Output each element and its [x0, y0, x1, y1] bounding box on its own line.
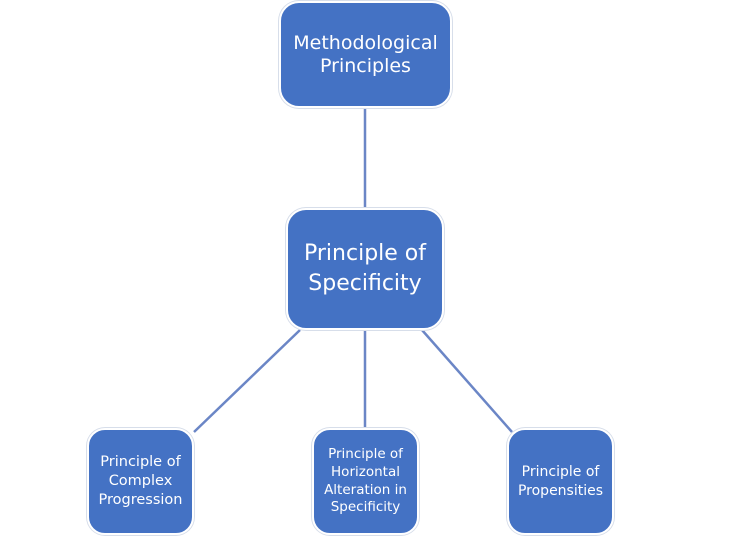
connector-specificity-to-complex-progression	[193, 329, 301, 433]
node-principle-of-horizontal-alteration: Principle of Horizontal Alteration in Sp…	[312, 428, 419, 535]
connector-specificity-to-propensities	[421, 329, 513, 433]
node-label: Principle of Complex Progression	[98, 454, 183, 508]
node-principle-of-complex-progression: Principle of Complex Progression	[87, 428, 194, 535]
node-label: Methodological Principles	[293, 31, 438, 77]
node-label: Principle of Specificity	[304, 241, 426, 296]
node-label: Principle of Propensities	[517, 464, 604, 499]
node-methodological-principles: Methodological Principles	[279, 1, 452, 108]
node-principle-of-specificity: Principle of Specificity	[286, 208, 444, 330]
node-principle-of-propensities: Principle of Propensities	[507, 428, 614, 535]
node-label: Principle of Horizontal Alteration in Sp…	[324, 446, 407, 516]
